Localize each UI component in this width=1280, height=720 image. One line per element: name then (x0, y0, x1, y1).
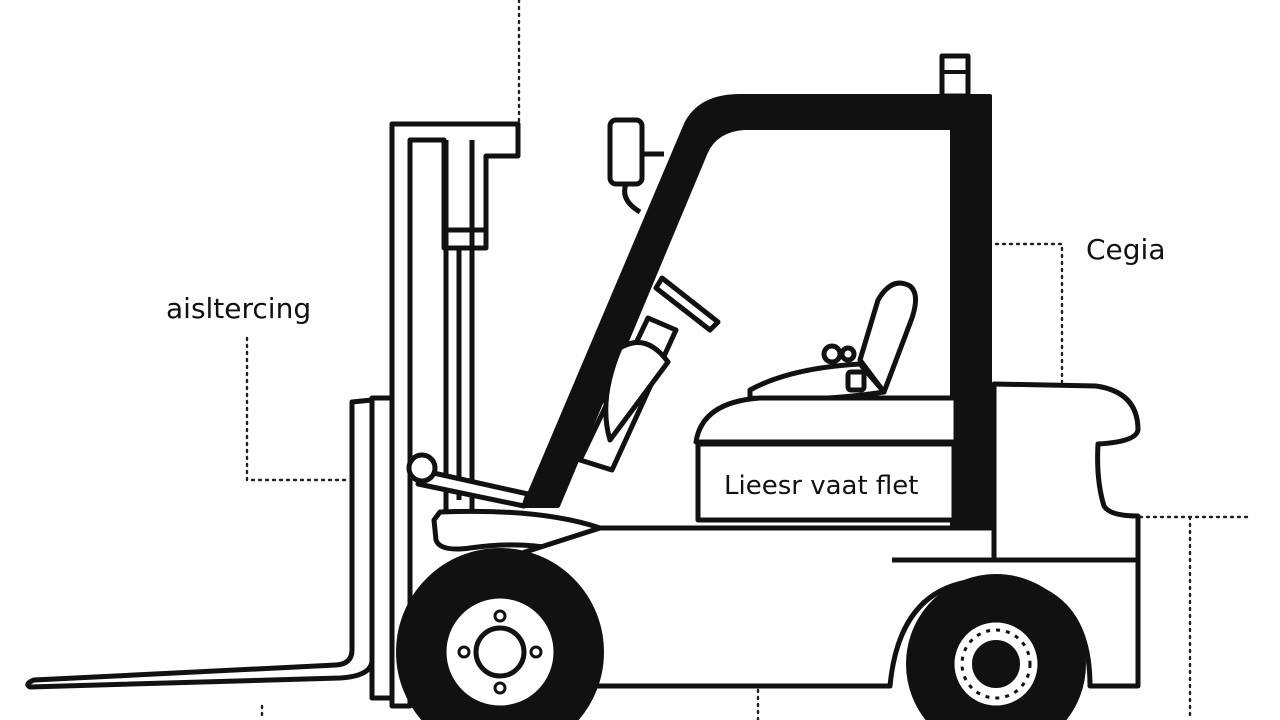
front-wheel-bolt-4 (457, 645, 471, 659)
front-wheel (396, 548, 604, 720)
fork-carriage (369, 395, 395, 701)
steering-wheel (653, 275, 721, 333)
front-wheel-bolt-2 (529, 645, 543, 659)
body-hood (693, 381, 1141, 563)
front-wheel-hub (473, 625, 527, 679)
lever-knob (406, 452, 438, 484)
callout-lines (245, 0, 1254, 720)
steering (577, 275, 721, 473)
seat-handle (845, 369, 867, 393)
label-right: Cegia (1086, 233, 1166, 266)
label-body-panel: Lieesr vaat flet (724, 471, 918, 501)
callout-right-line (994, 242, 1064, 384)
operator-seat (747, 280, 918, 402)
seat-knob (821, 343, 843, 365)
steering-column-boot (603, 339, 671, 443)
mirror-arm (622, 151, 664, 215)
hood-top (693, 395, 959, 445)
rear-counterweight (991, 381, 1141, 563)
fork-tine (25, 397, 375, 690)
front-wheel-bolt-3 (493, 681, 507, 695)
roof-beacon-post (939, 53, 971, 99)
label-left: aisltercing (166, 292, 311, 325)
seat-back (857, 280, 918, 395)
front-wheel-bolt-1 (493, 609, 507, 623)
side-mirror (607, 117, 664, 215)
rear-wheel-hub (972, 640, 1020, 688)
fork (25, 395, 395, 701)
rear-wheel-ring (960, 628, 1032, 700)
rear-wheel (906, 574, 1086, 720)
mirror-head (607, 117, 645, 187)
chassis (406, 452, 1141, 689)
callout-left-line (245, 336, 347, 482)
body-panel (695, 441, 957, 523)
seat-knob-2 (839, 345, 857, 363)
